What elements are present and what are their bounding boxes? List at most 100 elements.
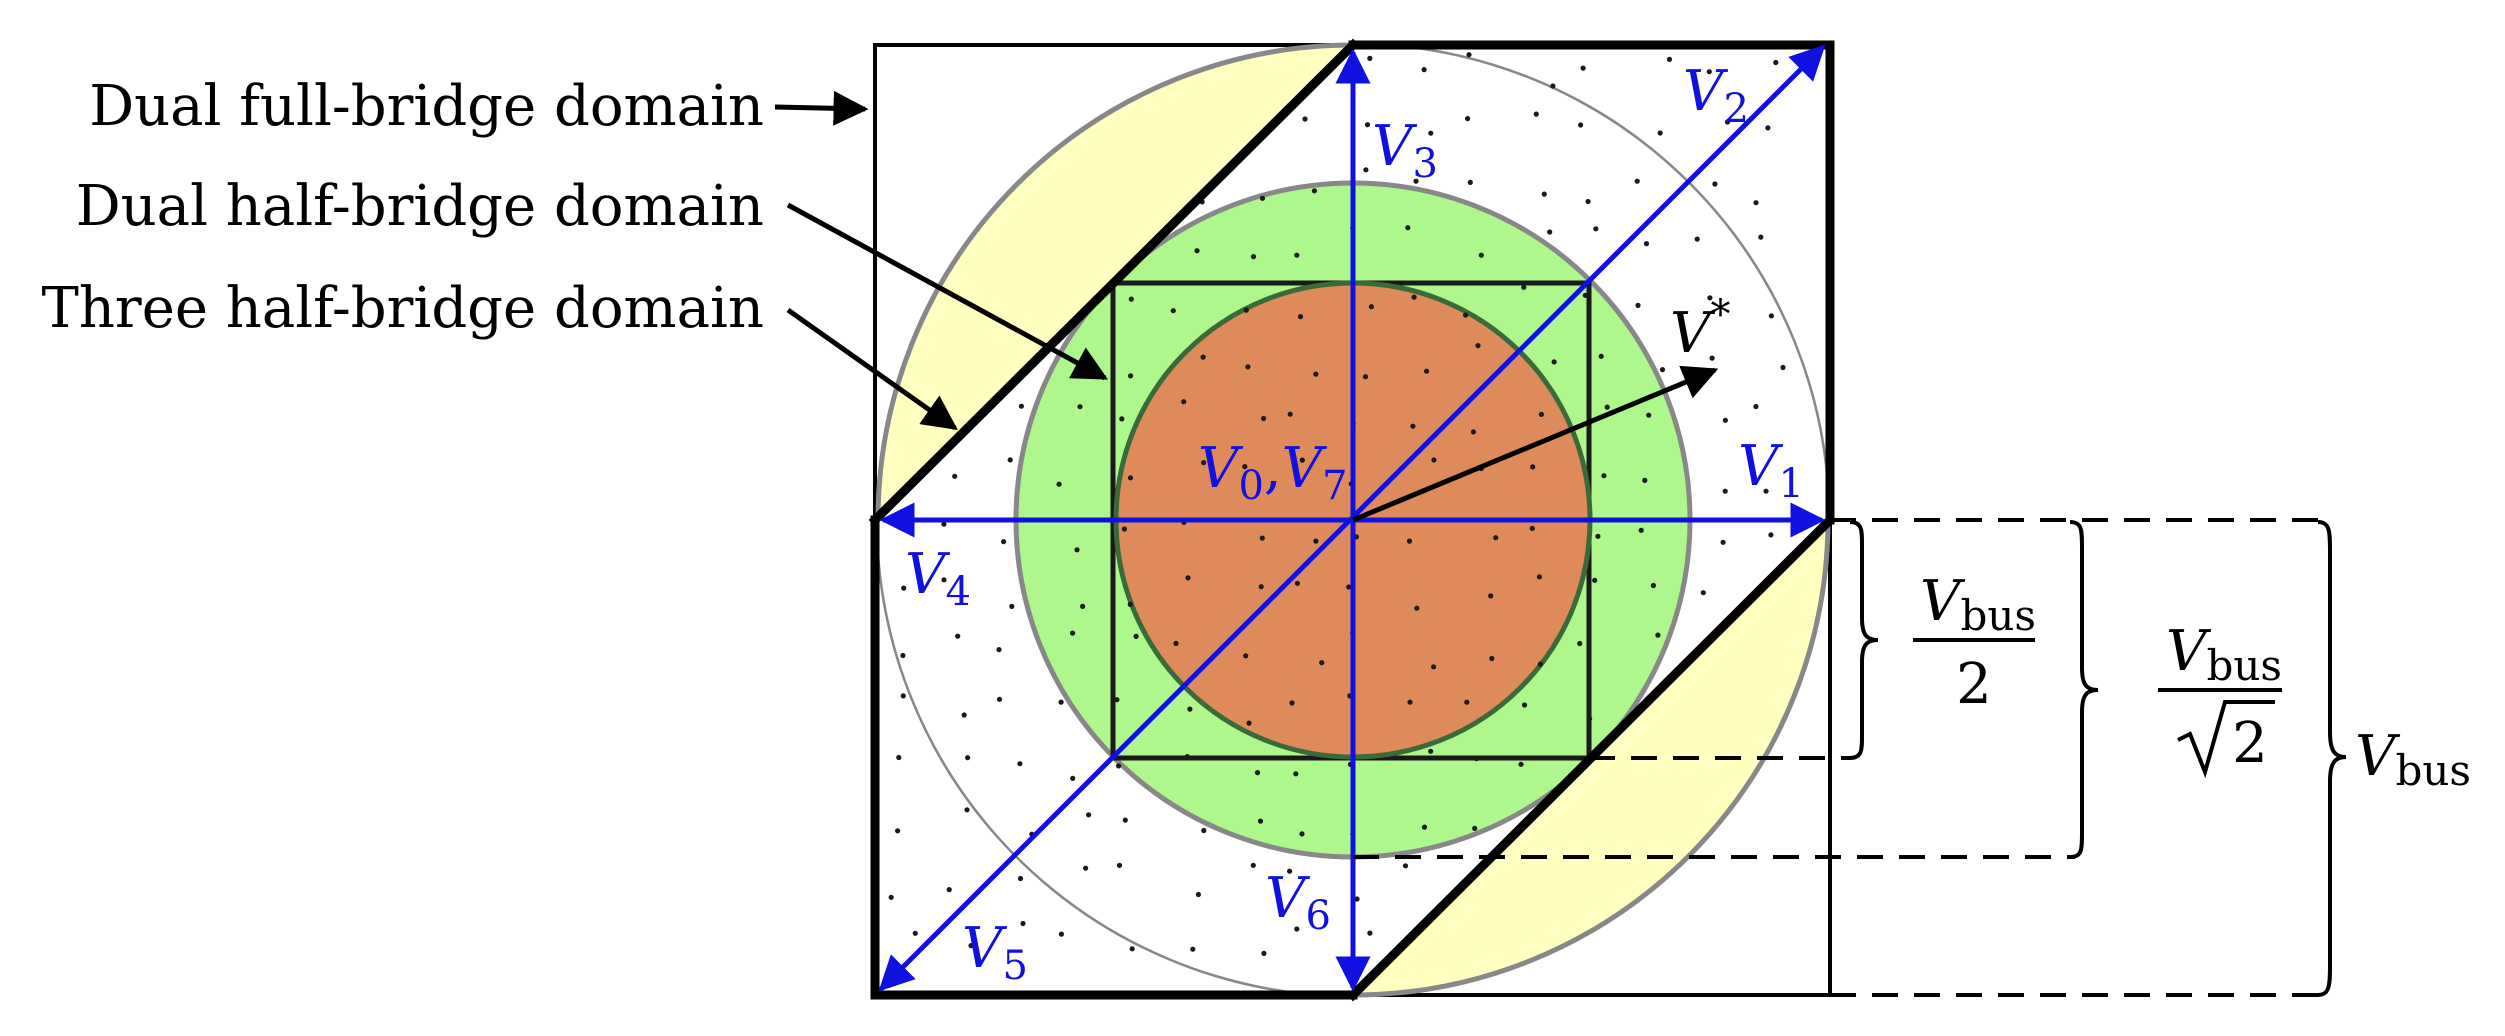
pattern-dot: [1194, 248, 1200, 254]
pattern-dot: [1463, 312, 1469, 318]
pattern-dot: [1121, 526, 1127, 532]
pattern-dot: [1009, 603, 1015, 610]
pattern-dot: [1367, 55, 1373, 62]
pattern-dot: [1722, 417, 1728, 423]
pattern-dot: [1768, 313, 1774, 319]
pattern-dot: [895, 828, 901, 834]
pattern-dot: [1195, 891, 1201, 898]
pattern-dot: [1001, 539, 1007, 545]
pattern-dot: [1582, 292, 1588, 298]
pattern-dot: [1489, 655, 1495, 662]
pattern-dot: [1537, 661, 1543, 667]
pattern-dot: [1753, 403, 1759, 410]
pattern-dot: [1116, 862, 1123, 869]
pattern-dot: [1758, 234, 1764, 240]
pattern-dot: [965, 755, 971, 761]
pattern-dot: [1119, 416, 1125, 422]
pattern-dot: [1773, 59, 1779, 66]
annotation-arrows: [774, 90, 1109, 431]
pattern-dot: [1364, 122, 1371, 128]
label-v4: V4: [905, 542, 971, 615]
pattern-dot: [1659, 367, 1666, 373]
pattern-dot: [1405, 225, 1411, 231]
pattern-dot: [1518, 761, 1524, 767]
pattern-dot: [1058, 699, 1064, 705]
label-dual-half-bridge: Dual half-bridge domain: [76, 174, 764, 239]
pattern-dot: [1363, 167, 1369, 173]
brace-full: [2317, 520, 2347, 997]
pattern-dot: [1424, 368, 1430, 374]
pattern-dot: [1185, 575, 1191, 581]
label-dual-full-bridge: Dual full-bridge domain: [89, 74, 764, 139]
pattern-dot: [1421, 67, 1427, 73]
pattern-dot: [1127, 601, 1133, 608]
pattern-dot: [1133, 633, 1139, 640]
pattern-dot: [1056, 481, 1062, 487]
pattern-dot: [1466, 52, 1472, 58]
pattern-dot: [1541, 191, 1547, 197]
pattern-dot: [1367, 930, 1373, 936]
pattern-dot: [1643, 241, 1650, 247]
label-v2: V2: [1683, 59, 1749, 132]
pattern-dot: [1246, 720, 1252, 726]
pattern-dot: [1070, 630, 1076, 636]
pattern-dot: [1294, 252, 1300, 258]
pattern-dot: [1258, 584, 1264, 590]
pattern-dot: [1638, 527, 1644, 533]
pattern-dot: [1530, 464, 1536, 470]
pattern-dot: [1313, 371, 1319, 377]
label-v1: V1: [1738, 434, 1804, 507]
pattern-dot: [1646, 412, 1652, 418]
pattern-dot: [996, 647, 1002, 653]
pattern-dot: [1297, 314, 1304, 320]
pattern-dot: [1428, 130, 1434, 136]
pattern-dot: [1694, 236, 1700, 242]
pattern-dot: [1780, 364, 1786, 371]
pattern-dot: [1595, 533, 1601, 539]
pattern-dot: [1551, 359, 1557, 365]
pattern-dot: [952, 473, 958, 479]
pattern-dot: [1550, 83, 1556, 89]
pattern-dot: [1319, 660, 1325, 666]
pattern-dot: [1406, 538, 1413, 544]
pattern-dot: [1410, 423, 1416, 429]
pattern-dot: [946, 887, 952, 893]
pattern-dot: [900, 652, 906, 659]
dim-full: Vbus: [2355, 724, 2471, 795]
label-v-star: V*: [1670, 292, 1730, 366]
pattern-dot: [1250, 862, 1256, 868]
pattern-dot: [896, 754, 902, 761]
dim-root2-numerator: Vbus: [2166, 619, 2282, 690]
pattern-dot: [1493, 535, 1499, 541]
pattern-dot: [1287, 411, 1293, 417]
pattern-dot: [1007, 457, 1013, 463]
pattern-dot: [1114, 697, 1120, 703]
radical-sign: [2177, 700, 2275, 779]
pattern-dot: [1368, 304, 1374, 310]
dimension-dashes: [1353, 518, 2325, 997]
pattern-dot: [1259, 195, 1266, 201]
pattern-dot: [1465, 116, 1471, 122]
pattern-dot: [1470, 429, 1476, 435]
label-v6: V6: [1265, 866, 1331, 939]
pattern-dot: [964, 807, 970, 813]
brace-half: [1849, 520, 1879, 760]
vector-v2-v5-axis: [878, 44, 1826, 992]
pattern-dot: [1254, 770, 1261, 776]
pattern-dot: [1080, 603, 1086, 610]
pattern-dot: [1428, 748, 1434, 754]
pattern-dot: [1414, 605, 1420, 611]
pattern-dot: [1128, 373, 1134, 379]
pattern-dot: [1753, 200, 1759, 206]
pattern-dot: [1074, 547, 1080, 553]
pattern-dot: [907, 528, 913, 534]
pattern-dot: [1580, 65, 1586, 71]
pattern-dot: [1200, 354, 1206, 360]
pattern-dot: [1593, 226, 1599, 232]
pattern-dot: [1712, 181, 1718, 187]
pattern-dot: [1086, 812, 1092, 818]
pattern-dot: [1634, 178, 1640, 184]
pattern-dot: [1538, 411, 1544, 417]
